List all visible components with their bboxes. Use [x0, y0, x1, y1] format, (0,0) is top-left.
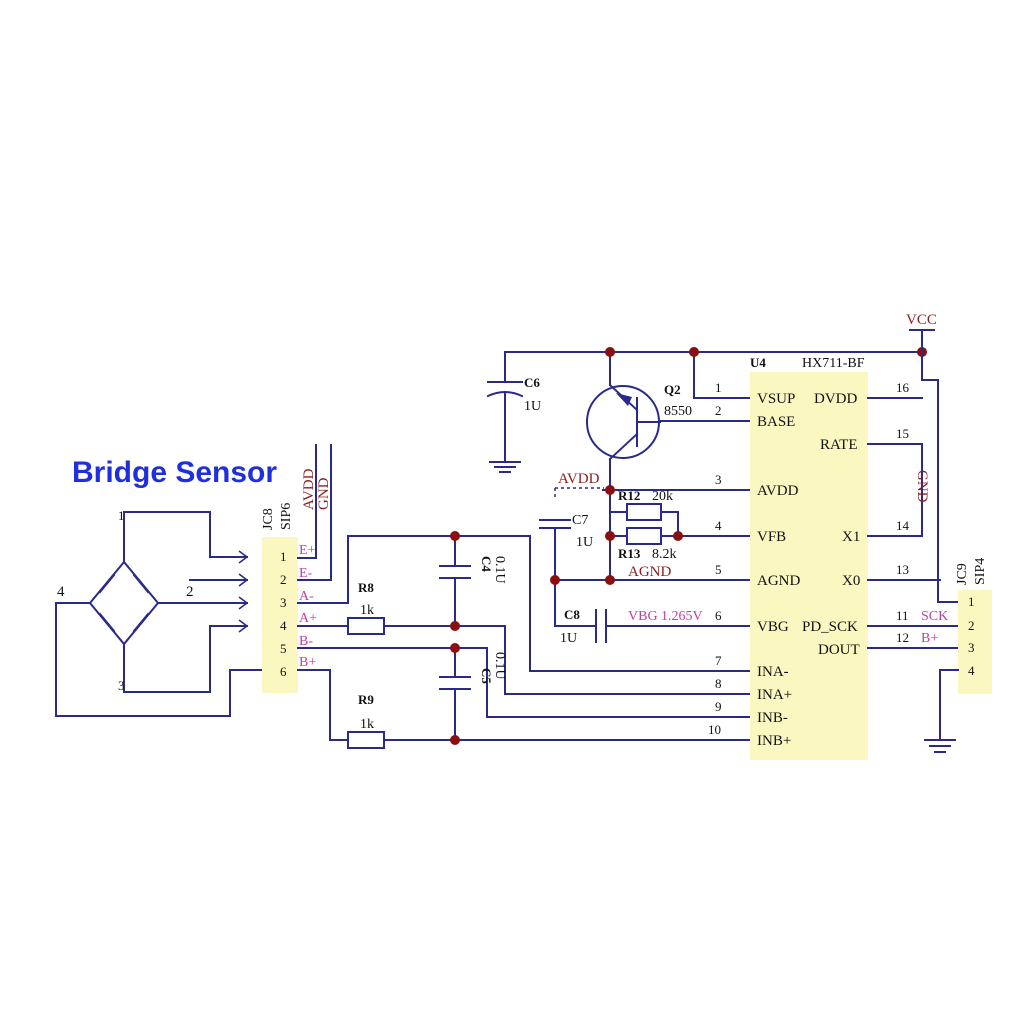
connector-jc8: JC8 SIP6 AVDD GND 1 2 3 4 5 6 E+ E- A- A… [261, 444, 332, 693]
svg-text:E+: E+ [299, 543, 316, 558]
svg-text:12: 12 [896, 630, 909, 645]
r8-ref: R8 [358, 580, 374, 595]
r9-value: 1k [360, 717, 374, 732]
bridge-node-left-label: 4 [57, 584, 65, 600]
svg-text:DOUT: DOUT [818, 642, 860, 658]
svg-text:5: 5 [280, 641, 287, 656]
jc9-type: SIP4 [973, 558, 988, 585]
svg-text:INA+: INA+ [757, 687, 792, 703]
svg-text:3: 3 [280, 595, 287, 610]
c7-value: 1U [576, 535, 593, 550]
r12-value: 20k [652, 489, 673, 504]
svg-text:2: 2 [280, 572, 287, 587]
svg-text:16: 16 [896, 380, 910, 395]
svg-text:3: 3 [118, 678, 125, 693]
svg-text:6: 6 [715, 608, 722, 623]
svg-text:B-: B- [299, 634, 313, 649]
jc8-net-avdd: AVDD [301, 468, 317, 510]
c5-ref: C5 [479, 668, 494, 684]
net-agnd: AGND [628, 564, 671, 580]
r13-value: 8.2k [652, 547, 677, 562]
u4-part: HX711-BF [802, 356, 865, 371]
svg-text:1: 1 [118, 508, 125, 523]
r12-ref: R12 [618, 488, 640, 503]
net-vbg: VBG 1.265V [628, 609, 703, 624]
c4-value: 0.1U [492, 556, 507, 584]
r9-ref: R9 [358, 692, 374, 707]
svg-text:4: 4 [968, 663, 975, 678]
u4-ref: U4 [750, 355, 766, 370]
svg-text:A-: A- [299, 589, 314, 604]
connector-jc9: JC9 SIP4 1 2 3 4 [924, 558, 992, 753]
svg-text:1: 1 [715, 380, 722, 395]
svg-text:INA-: INA- [757, 664, 789, 680]
svg-text:7: 7 [715, 653, 722, 668]
c8-ref: C8 [564, 607, 580, 622]
svg-text:3: 3 [715, 472, 722, 487]
svg-text:BASE: BASE [757, 414, 795, 430]
svg-text:8: 8 [715, 676, 722, 691]
r8-value: 1k [360, 603, 374, 618]
bridge-node-right-label: 2 [186, 584, 194, 600]
svg-text:AVDD: AVDD [757, 483, 799, 499]
r13-ref: R13 [618, 546, 641, 561]
power-section: C6 1U Q2 8550 AVDD R12 20k R13 [486, 312, 937, 646]
net-avdd: AVDD [558, 471, 600, 487]
ic-u4: U4 HX711-BF 1 2 3 4 5 6 7 8 9 10 VSUP BA… [708, 351, 959, 760]
svg-text:INB+: INB+ [757, 733, 791, 749]
c6-ref: C6 [524, 375, 540, 390]
svg-text:15: 15 [896, 426, 909, 441]
c4-ref: C4 [479, 556, 494, 572]
c8-value: 1U [560, 631, 577, 646]
c5-value: 0.1U [492, 652, 507, 680]
svg-text:E-: E- [299, 566, 313, 581]
svg-text:6: 6 [280, 664, 287, 679]
svg-text:3: 3 [968, 640, 975, 655]
svg-text:13: 13 [896, 562, 909, 577]
jc8-ref: JC8 [261, 508, 276, 530]
svg-text:1: 1 [280, 549, 287, 564]
net-gnd-rate: GND [914, 470, 930, 503]
net-dout-b: B+ [921, 631, 938, 646]
bridge-sensor: 1 3 4 2 [55, 508, 266, 717]
svg-text:A+: A+ [299, 611, 317, 626]
svg-text:5: 5 [715, 562, 722, 577]
svg-text:VSUP: VSUP [757, 391, 795, 407]
jc9-ref: JC9 [955, 563, 970, 585]
svg-text:1: 1 [968, 594, 975, 609]
c6-value: 1U [524, 399, 541, 414]
svg-text:DVDD: DVDD [814, 391, 857, 407]
q2-value: 8550 [664, 404, 692, 419]
svg-text:PD_SCK: PD_SCK [802, 619, 858, 635]
svg-text:X1: X1 [842, 529, 860, 545]
svg-text:14: 14 [896, 518, 910, 533]
svg-text:10: 10 [708, 722, 721, 737]
input-filter: R8 1k R9 1k C4 0.1U C5 0.1U [297, 531, 751, 749]
diagram-title: Bridge Sensor [72, 456, 277, 489]
svg-text:X0: X0 [842, 573, 860, 589]
svg-text:4: 4 [280, 618, 287, 633]
svg-text:AGND: AGND [757, 573, 800, 589]
c7-ref: C7 [572, 513, 588, 528]
svg-text:11: 11 [896, 608, 909, 623]
svg-text:2: 2 [715, 403, 722, 418]
svg-text:VBG: VBG [757, 619, 789, 635]
svg-text:RATE: RATE [820, 437, 858, 453]
svg-text:B+: B+ [299, 655, 316, 670]
jc8-net-gnd: GND [316, 477, 332, 510]
svg-text:2: 2 [968, 618, 975, 633]
net-vcc: VCC [906, 312, 937, 328]
jc8-type: SIP6 [279, 503, 294, 530]
svg-text:INB-: INB- [757, 710, 788, 726]
q2-ref: Q2 [664, 382, 681, 397]
net-sck: SCK [921, 609, 948, 624]
svg-text:4: 4 [715, 518, 722, 533]
svg-text:9: 9 [715, 699, 722, 714]
svg-text:VFB: VFB [757, 529, 786, 545]
